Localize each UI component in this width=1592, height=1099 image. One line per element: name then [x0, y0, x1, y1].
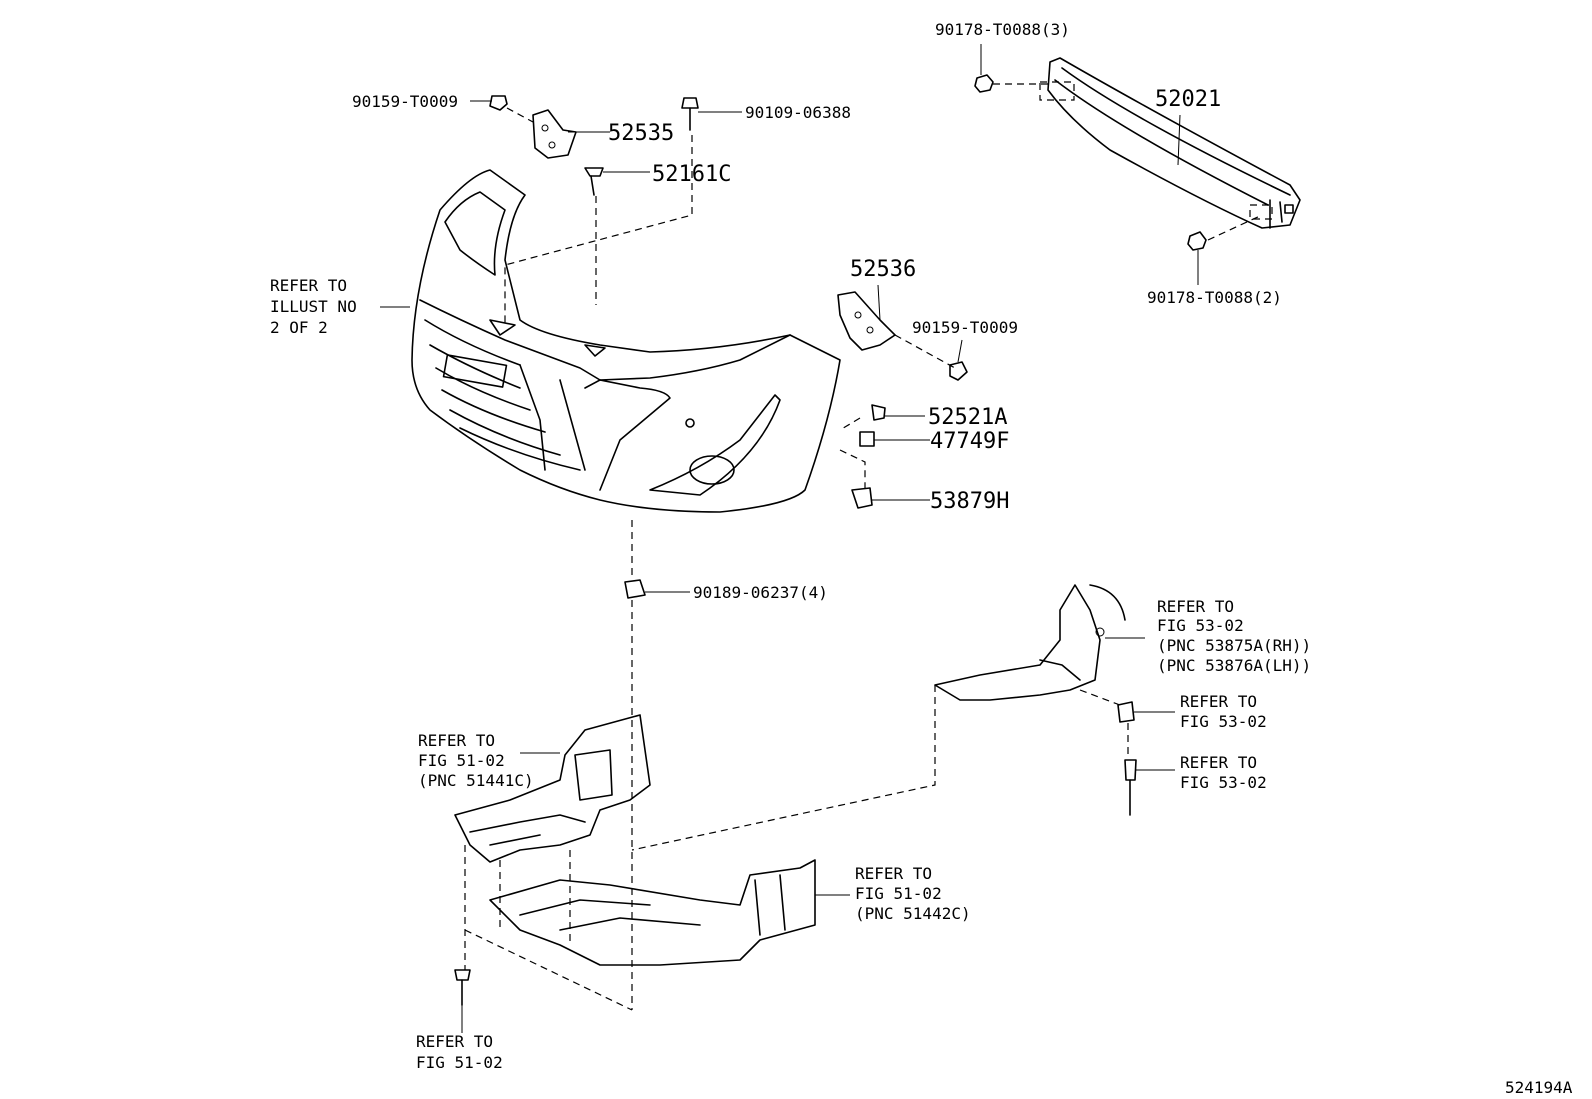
label-52021: 52021 [1155, 87, 1221, 112]
screw-90109 [681, 97, 699, 131]
clip-90189 [624, 579, 646, 599]
refer-53-02-a-line-3: (PNC 53875A(RH)) [1157, 636, 1311, 655]
label-47749f: 47749F [930, 429, 1009, 454]
bumper-reinforcement [1047, 57, 1301, 229]
label-90159-right: 90159-T0009 [912, 318, 1018, 337]
label-53879h: 53879H [930, 489, 1009, 514]
refer-51-02-bottom-line-2: FIG 51-02 [416, 1053, 503, 1072]
refer-53-02-c-line-1: REFER TO [1180, 753, 1257, 772]
nut-90178-top [974, 74, 994, 93]
label-52535: 52535 [608, 121, 674, 146]
label-refer-51441c: REFER TO FIG 51-02 (PNC 51441C) [418, 731, 534, 790]
refer-51441c-line-2: FIG 51-02 [418, 751, 505, 770]
refer-51441c-line-3: (PNC 51441C) [418, 771, 534, 790]
refer-51442c-line-3: (PNC 51442C) [855, 904, 971, 923]
clip-53879h [851, 487, 873, 509]
refer-53-02-c-line-2: FIG 53-02 [1180, 773, 1267, 792]
refer-51441c-line-1: REFER TO [418, 731, 495, 750]
refer-53-02-a-line-4: (PNC 53876A(LH)) [1157, 656, 1311, 675]
clip-90159-right [949, 361, 968, 381]
label-90178-2: 90178-T0088(2) [1147, 288, 1282, 307]
fender-liner-53875a [934, 584, 1126, 701]
figure-id: 524194A [1505, 1078, 1573, 1097]
refer-53-02-a-line-2: FIG 53-02 [1157, 616, 1244, 635]
clip-52161c [584, 167, 604, 196]
clip-47749f [859, 431, 875, 447]
label-refer-illust: REFER TO ILLUST NO 2 OF 2 [270, 276, 357, 337]
refer-53-02-a-line-1: REFER TO [1157, 597, 1234, 616]
clip-90159-top [489, 95, 508, 111]
bracket-52536 [837, 291, 896, 351]
label-90159-top: 90159-T0009 [352, 92, 458, 111]
bracket-52535 [532, 109, 577, 159]
label-90189: 90189-06237(4) [693, 583, 828, 602]
refer-illust-line-2: ILLUST NO [270, 297, 357, 316]
refer-illust-line-1: REFER TO [270, 276, 347, 295]
bumper-cover [411, 169, 841, 513]
label-90109: 90109-06388 [745, 103, 851, 122]
nut-90178-bottom [1187, 231, 1207, 251]
assembly-lines [464, 81, 1273, 1011]
label-refer-51-02-bottom: REFER TO FIG 51-02 [416, 1032, 503, 1072]
label-52536: 52536 [850, 257, 916, 282]
refer-illust-line-3: 2 OF 2 [270, 318, 328, 337]
refer-51-02-bottom-line-1: REFER TO [416, 1032, 493, 1051]
leader-lines [380, 44, 1199, 1033]
clip-52521a [871, 404, 886, 421]
refer-53-02-b-line-2: FIG 53-02 [1180, 712, 1267, 731]
label-refer-51442c: REFER TO FIG 51-02 (PNC 51442C) [855, 864, 971, 923]
screw-53-02 [1124, 759, 1137, 816]
screw-51-02 [454, 969, 471, 1006]
label-90178-3: 90178-T0088(3) [935, 20, 1070, 39]
label-refer-53-02-b: REFER TO FIG 53-02 [1180, 692, 1267, 731]
label-52521a: 52521A [928, 405, 1007, 430]
label-refer-53-02-c: REFER TO FIG 53-02 [1180, 753, 1267, 792]
refer-53-02-b-line-1: REFER TO [1180, 692, 1257, 711]
refer-51442c-line-1: REFER TO [855, 864, 932, 883]
label-52161c: 52161C [652, 162, 731, 187]
engine-under-cover-51441c [454, 714, 651, 863]
label-refer-53-02-a: REFER TO FIG 53-02 (PNC 53875A(RH)) (PNC… [1157, 597, 1311, 675]
clip-53-02 [1117, 701, 1135, 723]
refer-51442c-line-2: FIG 51-02 [855, 884, 942, 903]
engine-under-cover-51442c [489, 859, 816, 966]
